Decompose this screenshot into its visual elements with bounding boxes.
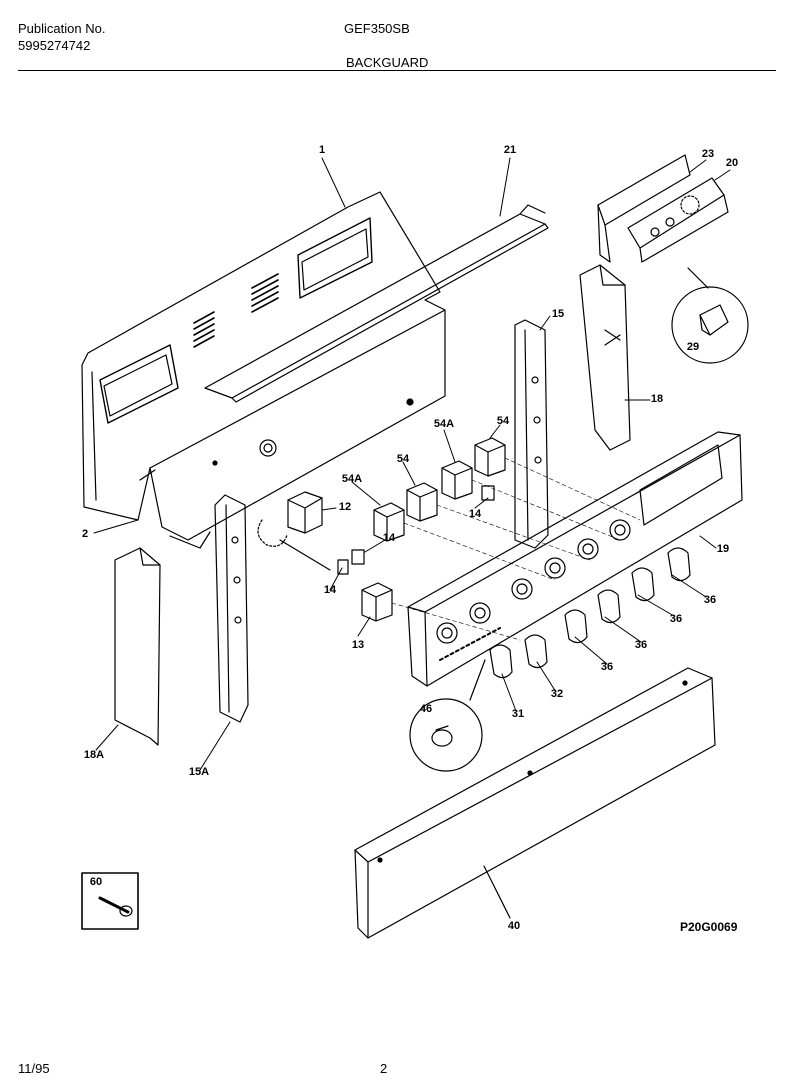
control-panel-part [408, 432, 742, 686]
callout-2: 2 [81, 528, 89, 540]
callout-40: 40 [507, 920, 521, 932]
callout-60: 60 [89, 876, 103, 888]
diagram-code: P20G0069 [680, 920, 738, 934]
switches-and-relays [258, 438, 640, 640]
callout-15: 15 [551, 308, 565, 320]
lower-trim-part [355, 668, 715, 938]
header-rule [18, 70, 776, 71]
left-bracket-part [215, 495, 248, 722]
rear-panel-part [82, 192, 445, 548]
callout-32: 32 [550, 688, 564, 700]
callout-54a-right: 54A [433, 418, 455, 430]
callout-12: 12 [338, 501, 352, 513]
callout-54-right: 54 [496, 415, 510, 427]
callout-54a-left: 54A [341, 473, 363, 485]
callout-13: 13 [351, 639, 365, 651]
top-trim-part [205, 205, 548, 402]
publication-label: Publication No. [18, 21, 106, 36]
callout-29: 29 [686, 341, 700, 353]
callout-14-left: 14 [323, 584, 337, 596]
page-number: 2 [380, 1061, 388, 1076]
callout-1: 1 [318, 144, 326, 156]
callout-21: 21 [503, 144, 517, 156]
callout-15a: 15A [188, 766, 210, 778]
control-knobs [490, 548, 690, 678]
callout-18a: 18A [83, 749, 105, 761]
clock-knob-part [672, 268, 748, 363]
callout-18: 18 [650, 393, 664, 405]
callout-31: 31 [511, 708, 525, 720]
callout-36-a: 36 [703, 594, 717, 606]
right-end-cap-part [580, 265, 630, 450]
footer-date: 11/95 [18, 1061, 50, 1076]
callout-23: 23 [701, 148, 715, 160]
callout-36-d: 36 [600, 661, 614, 673]
screw-part [82, 873, 138, 929]
callout-36-b: 36 [669, 613, 683, 625]
publication-number: 5995274742 [18, 38, 91, 53]
callout-46: 46 [419, 703, 433, 715]
leader-lines [94, 158, 730, 770]
callout-36-c: 36 [634, 639, 648, 651]
right-bracket-part [515, 320, 548, 548]
callout-14-right: 14 [468, 508, 482, 520]
left-end-cap-part [115, 548, 160, 745]
callout-14-mid: 14 [382, 532, 396, 544]
section-title: BACKGUARD [346, 55, 429, 70]
callout-19: 19 [716, 543, 730, 555]
clock-display-part [598, 155, 728, 262]
knob-insert-part [410, 660, 485, 771]
callout-54: 54 [396, 453, 410, 465]
model-number: GEF350SB [344, 21, 410, 36]
callout-20: 20 [725, 157, 739, 169]
